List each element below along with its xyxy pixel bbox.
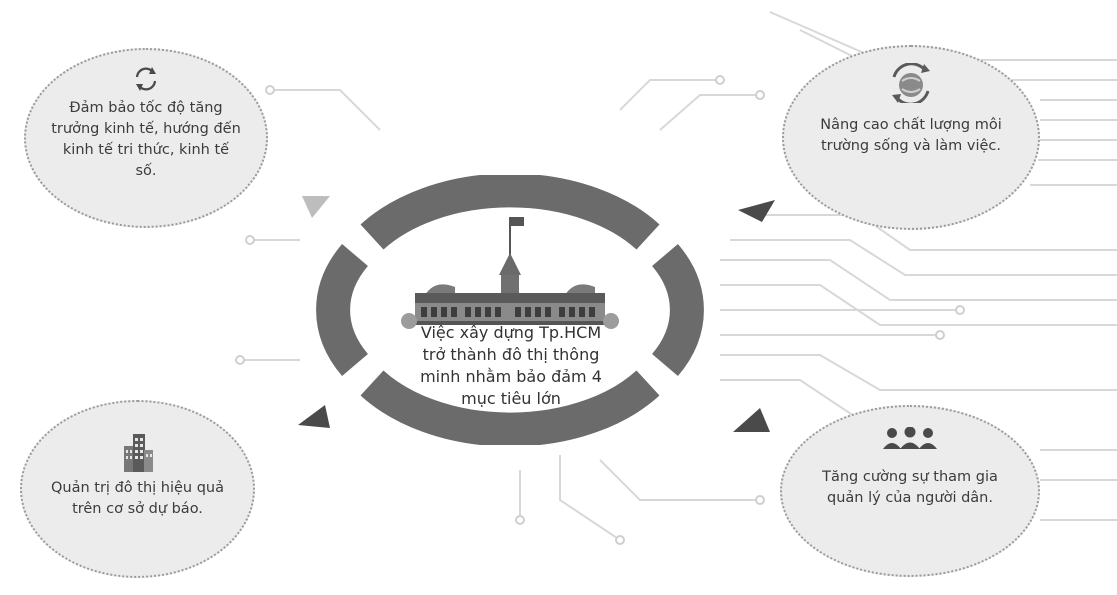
globe-arrows-icon [892, 63, 930, 103]
goal-text: Tăng cường sự tham gia quản lý của người… [822, 469, 998, 506]
center-title-line: trở thành đô thị thông [422, 345, 600, 364]
ring-segment-left [316, 243, 369, 377]
goal-text: Nâng cao chất lượng môi trường sống và l… [820, 117, 1002, 154]
center-title-line: Việc xây dựng Tp.HCM [420, 323, 602, 342]
ring-segment-top [360, 175, 660, 250]
center-title-line: minh nhằm bảo đảm 4 [420, 367, 602, 386]
goal-circle-environment: Nâng cao chất lượng môi trường sống và l… [782, 45, 1040, 230]
goal-text: Quản trị đô thị hiệu quả trên cơ sở dự b… [51, 480, 224, 517]
center-hub [316, 175, 704, 445]
goal-circle-participation: Tăng cường sự tham gia quản lý của người… [780, 405, 1040, 577]
goal-circle-economy: Đảm bảo tốc độ tăng trưởng kinh tế, hướn… [24, 48, 268, 228]
refresh-cycle-icon [135, 67, 157, 91]
ring-segment-right [651, 243, 704, 377]
people-group-icon [883, 427, 937, 449]
ring-segment-bottom [360, 370, 660, 445]
goal-text: Đảm bảo tốc độ tăng trưởng kinh tế, hướn… [51, 100, 241, 179]
city-hall-building-icon [401, 217, 619, 329]
center-title-line: mục tiêu lớn [461, 389, 561, 408]
center-title: Việc xây dựng Tp.HCM trở thành đô thị th… [395, 322, 627, 410]
goal-circle-governance: Quản trị đô thị hiệu quả trên cơ sở dự b… [20, 400, 255, 578]
city-buildings-icon [123, 434, 153, 472]
